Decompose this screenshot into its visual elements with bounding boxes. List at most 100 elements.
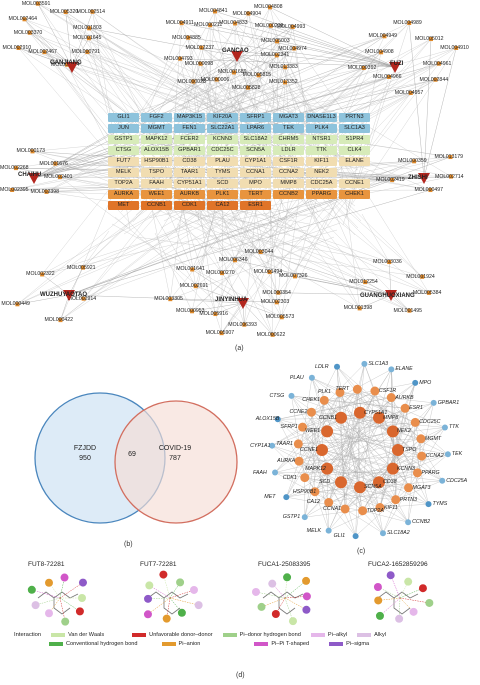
- compound-node: [274, 53, 279, 58]
- ppi-node-label: ESR1: [409, 405, 423, 412]
- ppi-edge: [404, 408, 429, 505]
- compound-target-edge: [83, 210, 153, 299]
- ppi-node-label: TAAR1: [276, 440, 293, 447]
- gene-node: CSF1R: [273, 157, 304, 166]
- ppi-node-label: TERT: [335, 386, 350, 393]
- ppi-edge: [328, 502, 356, 537]
- compound-label: MOL000098: [184, 60, 214, 67]
- compound-label: MOL002910: [2, 45, 32, 51]
- interaction-line: [261, 597, 286, 608]
- compound-label: MOL002464: [8, 16, 38, 23]
- compound-label: MOL004974: [278, 45, 307, 52]
- residue-node: [288, 617, 297, 626]
- gene-spacer: [339, 168, 370, 177]
- ppi-node-label: MGAT3: [412, 484, 431, 491]
- interaction-line: [398, 597, 401, 619]
- compound-node: [436, 61, 441, 66]
- legend-swatch: [132, 633, 147, 637]
- ppi-node-label: TSPO: [402, 447, 417, 453]
- gene-node: SLC22A1: [207, 124, 238, 133]
- compound-node: [213, 9, 218, 14]
- ppi-node-label: CTSG: [269, 392, 285, 399]
- ppi-edge: [345, 508, 384, 534]
- compound-node: [412, 159, 417, 164]
- ppi-node: [293, 439, 303, 449]
- compound-label: MOL000422: [44, 317, 74, 324]
- hub-marker-zhishi: [418, 173, 430, 184]
- residue-node: [271, 610, 280, 619]
- ppi-edge: [311, 412, 443, 481]
- panel-a-label: (a): [235, 345, 244, 352]
- ppi-node-label: SCN5A: [364, 484, 382, 491]
- ppi-edge: [382, 472, 418, 534]
- compound-label: MOL004808: [253, 4, 283, 11]
- gene-node: GLI1: [108, 113, 139, 122]
- compound-target-edge: [120, 36, 385, 117]
- ppi-node-label: CDC25C: [419, 419, 441, 426]
- herb-compound-edge: [170, 298, 244, 304]
- compound-node: [27, 30, 32, 35]
- compound-label: MOL003305: [154, 296, 183, 303]
- interaction-line: [399, 587, 424, 599]
- ppi-edge: [302, 427, 329, 503]
- ppi-edge: [379, 431, 394, 508]
- herb-compound-edge: [214, 11, 396, 68]
- docking-title-fuca1: FUCA1-25083395: [258, 561, 311, 568]
- ppi-node: [410, 417, 420, 427]
- legend-swatch: [329, 642, 344, 646]
- compound-label: MOL000392: [347, 65, 377, 72]
- compound-label: MOL001676: [39, 160, 68, 167]
- ppi-edge: [340, 417, 346, 509]
- ppi-edge: [298, 392, 341, 462]
- compound-label: MOL005815: [242, 72, 272, 79]
- ppi-node: [272, 469, 279, 476]
- gene-node: CHRM5: [273, 135, 304, 144]
- ppi-edge: [328, 454, 448, 503]
- herb-compound-edge: [65, 12, 73, 68]
- ppi-node-label: CHEK1: [302, 397, 320, 404]
- interaction-line: [379, 597, 401, 617]
- ppi-edge: [357, 389, 361, 488]
- compound-node: [53, 161, 58, 166]
- ppi-node: [439, 477, 446, 484]
- compound-label: MOL000270: [206, 270, 235, 277]
- compound-label: MOL005921: [67, 264, 96, 271]
- compound-label: MOL004911: [165, 20, 194, 27]
- compound-node: [242, 322, 247, 327]
- herb-compound-edge: [29, 32, 73, 68]
- gene-node: SCN5A: [240, 146, 271, 155]
- compound-target-edge: [256, 226, 261, 253]
- compound-label: MOL006346: [218, 257, 248, 264]
- gene-spacer: [306, 201, 337, 210]
- compound-node: [292, 46, 297, 51]
- compound-node: [258, 250, 263, 255]
- panel-d-label: (d): [236, 672, 245, 679]
- compound-target-edge: [361, 213, 390, 263]
- compound-target-edge: [46, 158, 116, 193]
- residue-node: [268, 579, 277, 588]
- ppi-node-label: CDC25A: [446, 477, 468, 484]
- gene-node: TTK: [306, 146, 337, 155]
- compound-target-edge: [139, 200, 296, 277]
- herb-compound-edge: [68, 156, 451, 296]
- compound-target-edge: [179, 216, 410, 311]
- compound-target-edge: [24, 19, 282, 161]
- gene-node: PLK4: [306, 124, 337, 133]
- ppi-edge: [404, 382, 416, 409]
- ppi-node: [316, 444, 328, 456]
- compound-node: [190, 267, 195, 272]
- compound-target-edge: [268, 161, 415, 238]
- ppi-edge: [321, 449, 393, 469]
- gene-node: SFRP1: [240, 113, 271, 122]
- herb-compound-edge: [17, 294, 70, 305]
- hub-marker-guanghuo: [385, 290, 397, 301]
- ppi-edge: [379, 408, 406, 508]
- compound-target-edge: [65, 11, 214, 226]
- ppi-node: [404, 483, 414, 493]
- compound-node: [454, 45, 459, 50]
- ppi-node: [375, 503, 385, 513]
- compound-node: [448, 155, 453, 160]
- ppi-node-label: TOP2A: [366, 507, 384, 514]
- ppi-node: [388, 366, 395, 373]
- compound-node: [191, 79, 196, 84]
